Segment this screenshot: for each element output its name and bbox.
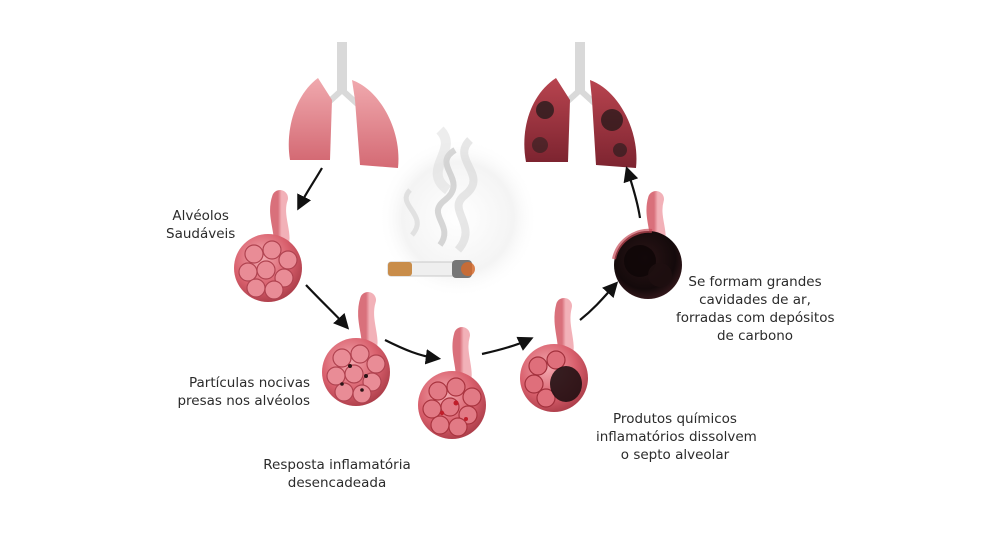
alveoli-cluster-healthy (234, 190, 302, 302)
label-healthy-alveoli: Alvéolos Saudáveis (166, 208, 236, 242)
cigarette-smoke-illustration (378, 126, 538, 298)
label-trapped-particles: Partículas nocivas presas nos alvéolos (177, 375, 310, 409)
arrow-septum-to-cavities (579, 281, 619, 321)
arrow-lungs-to-healthy-alveoli (297, 167, 323, 211)
arrow-particles-to-inflammation (384, 339, 442, 365)
diseased-lungs-illustration (524, 42, 637, 168)
healthy-lungs-illustration (288, 42, 399, 168)
alveoli-cluster-septum-dissolving (520, 298, 588, 412)
cycle-arrows (297, 166, 642, 365)
alveoli-cluster-particles (322, 292, 390, 406)
label-septum-dissolved: Produtos químicos inflamatórios dissolve… (596, 411, 757, 463)
alveoli-cluster-large-cavities (612, 191, 682, 299)
label-air-cavities: Se formam grandes cavidades de ar, forra… (676, 274, 835, 344)
arrow-healthy-to-particles (305, 284, 350, 330)
arrow-cavities-to-diseased-lungs (623, 166, 642, 219)
arrow-inflammation-to-septum (481, 336, 534, 356)
label-inflammatory-response: Resposta inflamatória desencadeada (263, 457, 411, 491)
alveoli-cluster-inflammation (418, 327, 486, 439)
